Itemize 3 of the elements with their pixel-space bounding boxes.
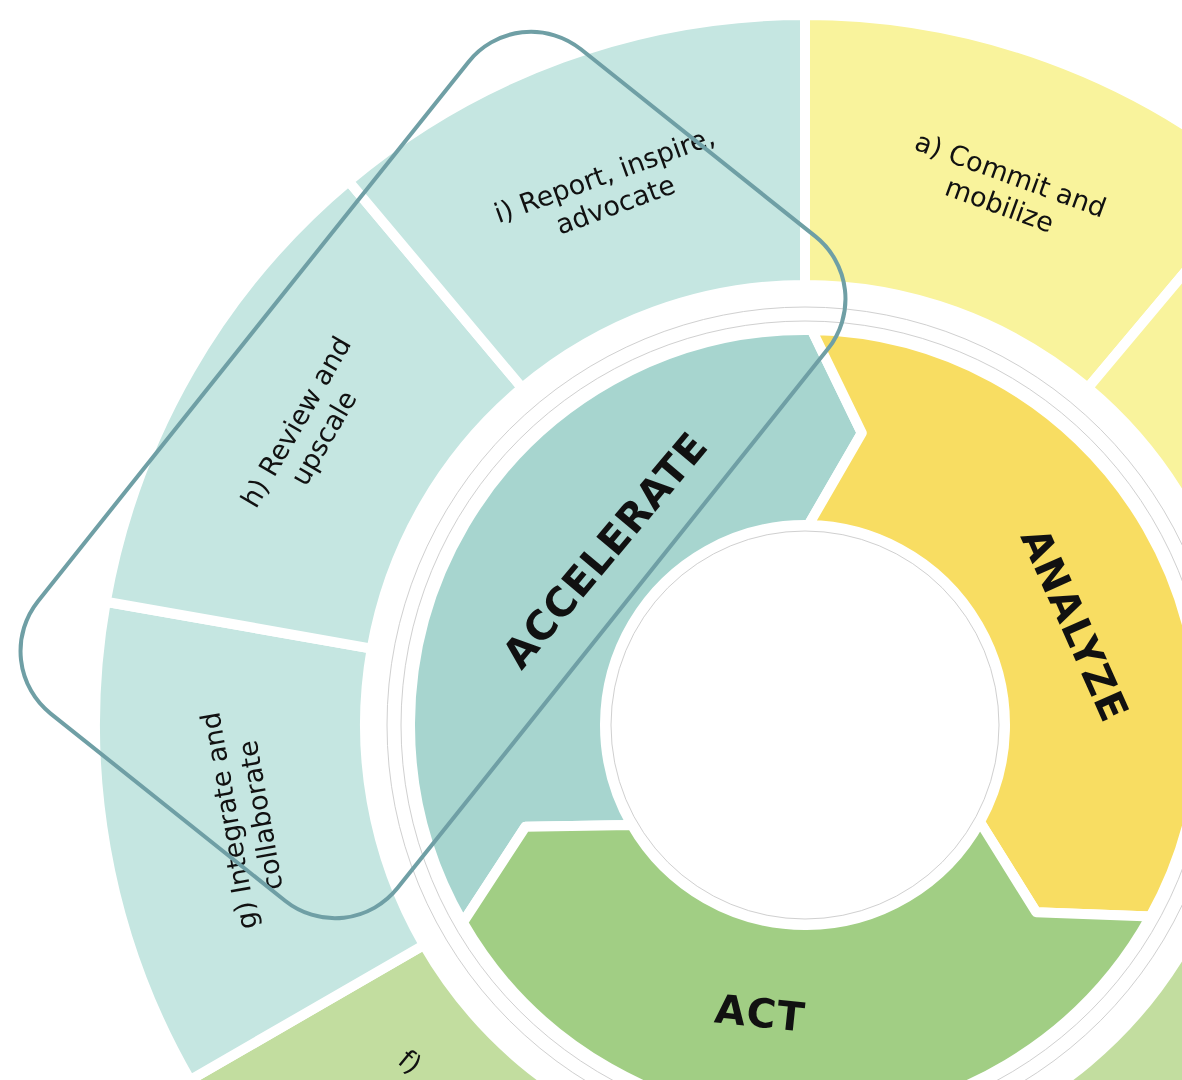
phase-label: ACT bbox=[712, 984, 808, 1042]
step-label: f) bbox=[391, 1043, 429, 1080]
step-label: g) Integrate and collaborate bbox=[193, 708, 290, 934]
